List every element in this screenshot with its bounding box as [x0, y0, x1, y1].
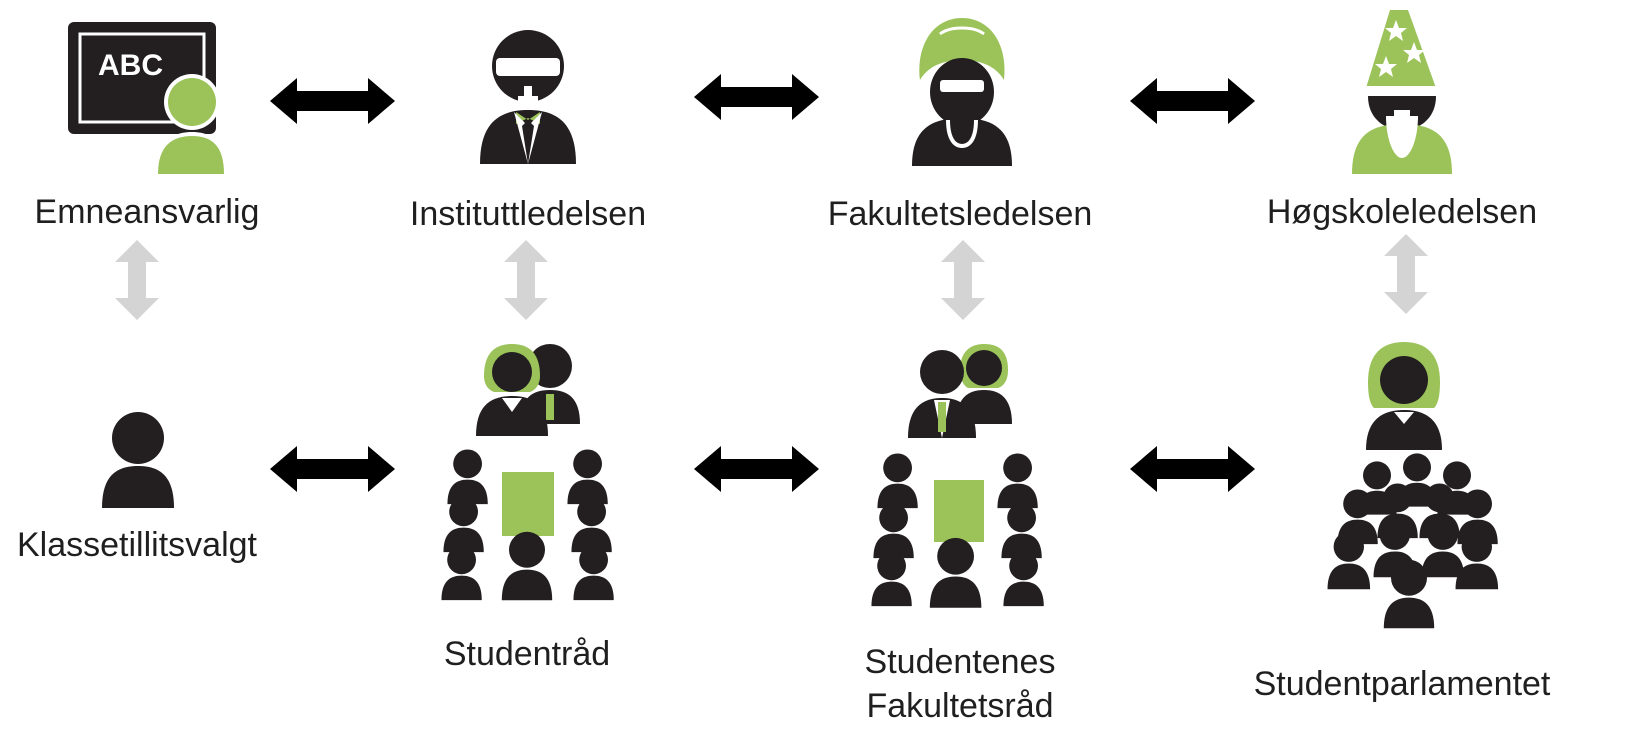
- man-sunglasses-icon: [478, 28, 578, 173]
- teacher-blackboard-icon: ABC: [66, 20, 231, 185]
- woman-turban-icon: [910, 14, 1014, 175]
- label-studentrad: Studentråd: [443, 635, 611, 673]
- meeting-group-icon: [868, 340, 1048, 621]
- meeting-group-icon: [440, 340, 620, 617]
- black-double-arrow-icon: [694, 74, 820, 127]
- black-double-arrow-icon: [270, 78, 396, 131]
- label-studentenes-fakultetsrad: Studentenes Fakultetsråd: [865, 640, 1056, 728]
- label-studentparlamentet: Studentparlamentet: [1253, 665, 1551, 703]
- label-studentenes-line2: Fakultetsråd: [866, 687, 1054, 726]
- crowd-icon: [1322, 340, 1502, 641]
- label-klassetillitsvalgt: Klassetillitsvalgt: [17, 526, 257, 564]
- gray-double-arrow-icon: [503, 240, 549, 327]
- gray-double-arrow-icon: [940, 240, 986, 327]
- label-hogskoleledelsen: Høgskoleledelsen: [1266, 193, 1538, 231]
- wizard-icon: [1350, 8, 1454, 183]
- label-studentenes-line1: Studentenes: [864, 643, 1056, 681]
- black-double-arrow-icon: [270, 446, 396, 499]
- gray-double-arrow-icon: [114, 240, 160, 327]
- blackboard-text: ABC: [98, 49, 163, 82]
- label-instituttledelsen: Instituttledelsen: [409, 195, 647, 233]
- label-fakultetsledelsen: Fakultetsledelsen: [827, 195, 1093, 233]
- person-icon: [100, 410, 176, 515]
- gray-double-arrow-icon: [1383, 234, 1429, 321]
- label-emneansvarlig: Emneansvarlig: [34, 193, 260, 231]
- black-double-arrow-icon: [1130, 78, 1256, 131]
- black-double-arrow-icon: [694, 446, 820, 499]
- black-double-arrow-icon: [1130, 446, 1256, 499]
